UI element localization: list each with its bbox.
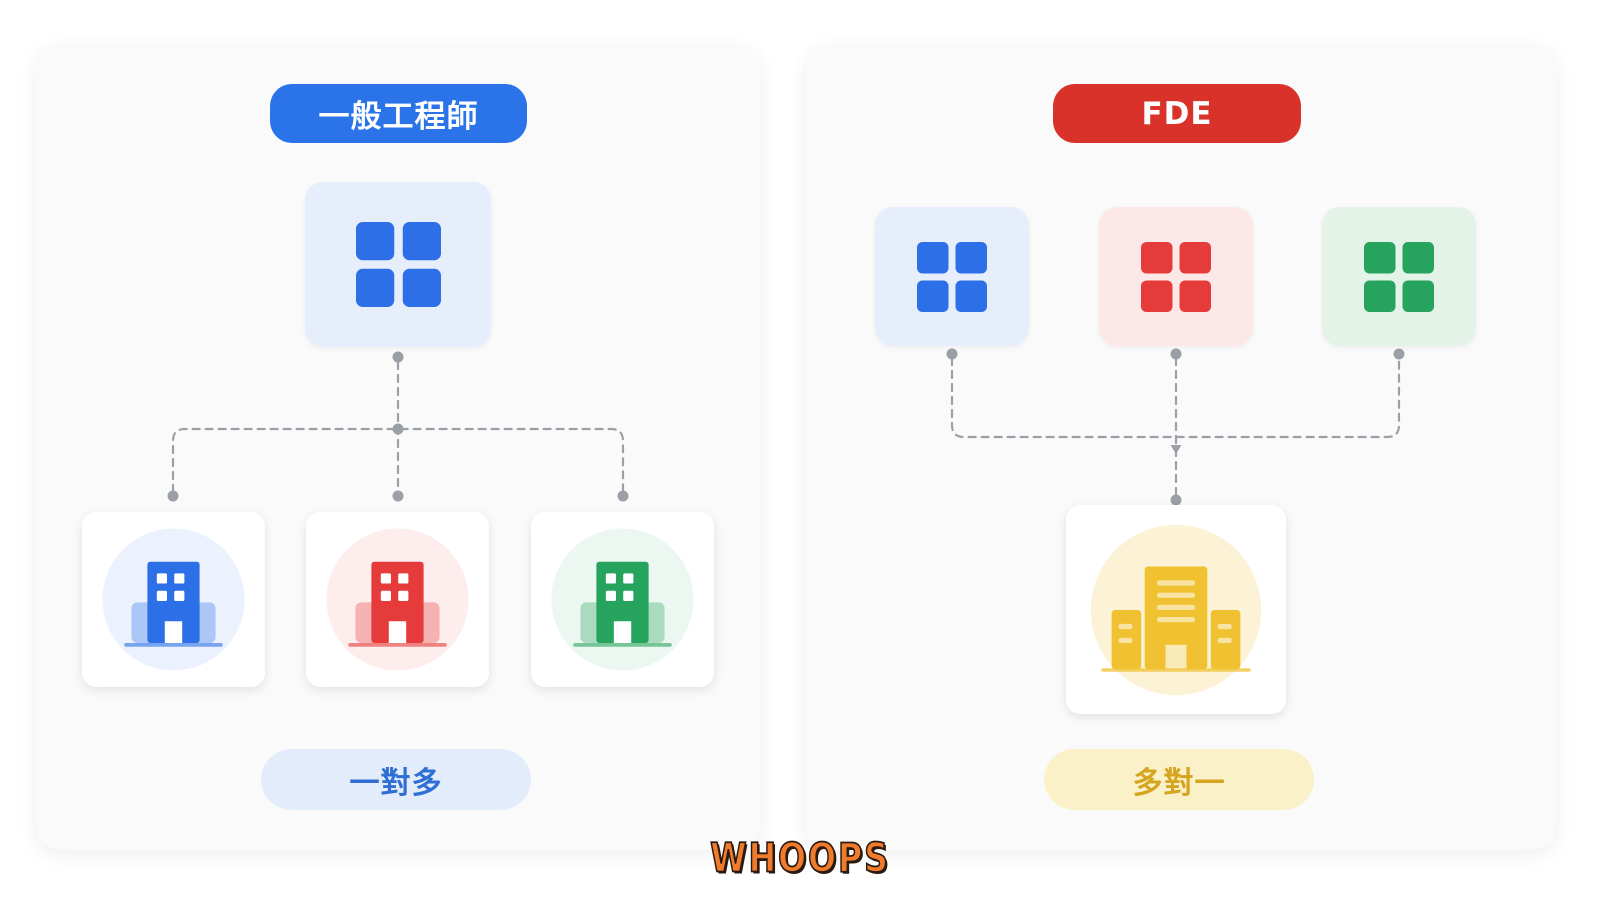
connector-dot (1170, 348, 1182, 360)
connector-arrow (1170, 445, 1182, 454)
fde-title-badge: FDE (1053, 84, 1301, 143)
engineer-node-green (1322, 207, 1476, 346)
client-card-red (306, 512, 489, 687)
many-to-one-label: 多對一 (1044, 749, 1314, 810)
client-card-yellow (1066, 505, 1286, 714)
connector-dot (392, 351, 404, 363)
grid-icon (355, 222, 441, 307)
one-to-many-connectors (167, 351, 629, 502)
office-buildings-icon (1090, 524, 1262, 695)
client-card-blue (82, 512, 265, 687)
general-engineer-panel: 一般工程師 (36, 46, 760, 850)
connector-line (171, 427, 625, 494)
grid-icon (1141, 241, 1211, 312)
connector-dot (167, 490, 179, 502)
engineer-node-blue (875, 207, 1029, 346)
engineer-node-red (1099, 207, 1253, 346)
connector-dot (1393, 348, 1405, 360)
whoops-logo: WHOOPS (709, 835, 890, 883)
fde-panel: FDE (806, 46, 1556, 850)
connector-dot (392, 490, 404, 502)
connector-line (950, 356, 1401, 439)
connector-dot (1170, 494, 1182, 506)
connector-dot (617, 490, 629, 502)
building-icon (326, 528, 469, 671)
client-card-green (531, 512, 714, 687)
general-engineer-title-badge: 一般工程師 (270, 84, 527, 143)
building-icon (102, 528, 245, 671)
grid-icon (917, 241, 987, 312)
connector-dot (392, 423, 404, 435)
engineer-node (305, 182, 491, 347)
many-to-one-connectors (946, 348, 1405, 506)
grid-icon (1364, 241, 1434, 312)
connector-dot (946, 348, 958, 360)
one-to-many-label: 一對多 (261, 749, 531, 810)
building-icon (551, 528, 694, 671)
